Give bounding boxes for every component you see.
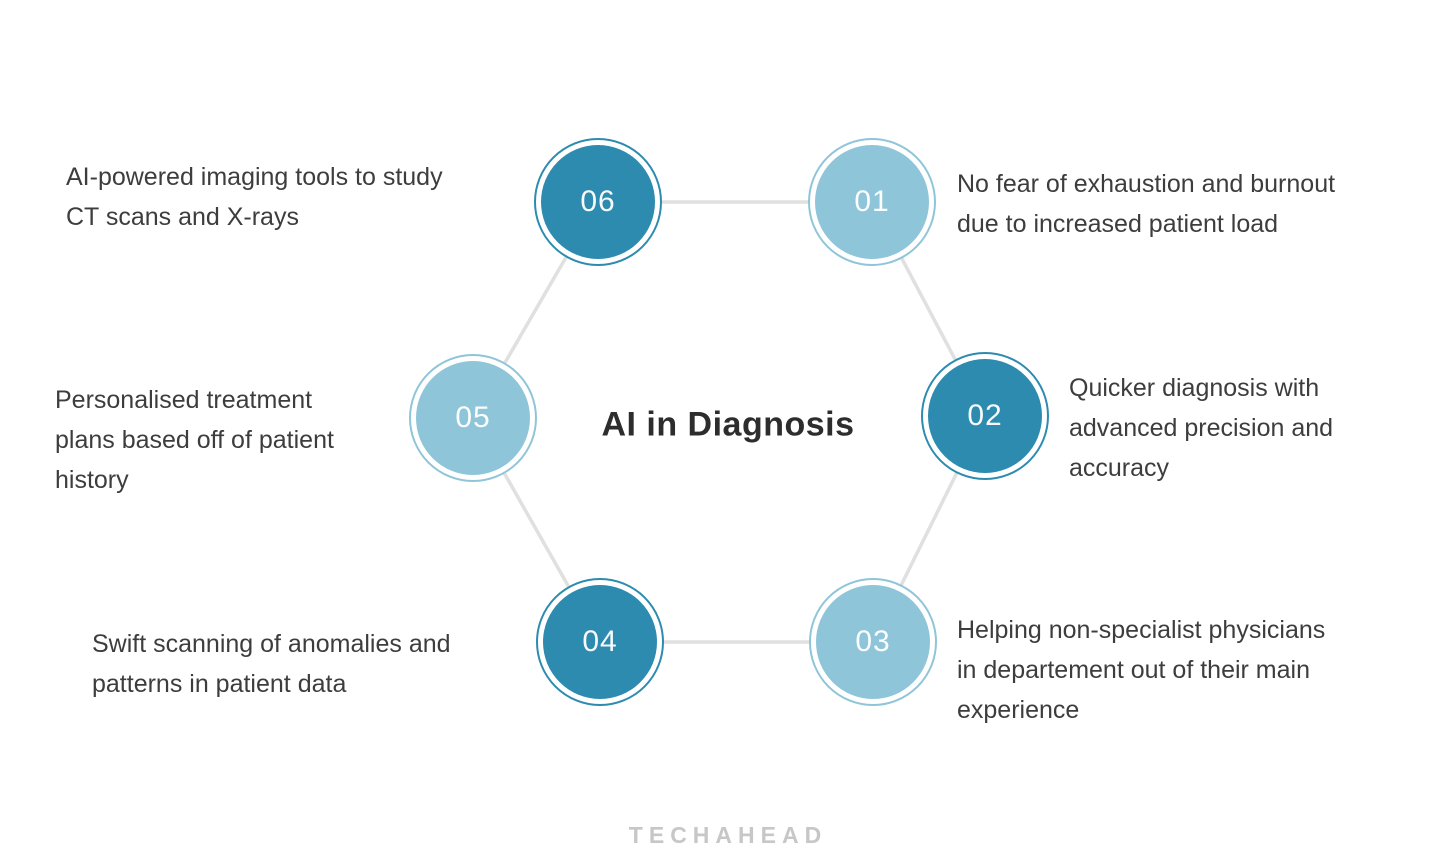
node-05-number: 05 xyxy=(416,361,530,475)
node-04-label: Swift scanning of anomalies and patterns… xyxy=(92,630,451,698)
node-03-label: Helping non-specialist physicians in dep… xyxy=(957,616,1326,724)
node-04-number: 04 xyxy=(543,585,657,699)
node-03-circle: 03 xyxy=(809,578,937,706)
node-05-circle: 05 xyxy=(409,354,537,482)
node-01-circle: 01 xyxy=(808,138,936,266)
node-02-number: 02 xyxy=(928,359,1042,473)
node-06-circle: 06 xyxy=(534,138,662,266)
node-03-number: 03 xyxy=(816,585,930,699)
techahead-logo: TECHAHEAD xyxy=(628,822,828,848)
node-01-label: No fear of exhaustion and burnout due to… xyxy=(957,170,1336,238)
node-02-circle: 02 xyxy=(921,352,1049,480)
node-06-number: 06 xyxy=(541,145,655,259)
node-04-circle: 04 xyxy=(536,578,664,706)
node-02-label: Quicker diagnosis with advanced precisio… xyxy=(1069,374,1334,482)
node-05-label: Personalised treatment plans based off o… xyxy=(55,386,334,494)
node-06-label: AI-powered imaging tools to study CT sca… xyxy=(66,163,443,231)
diagram-title: AI in Diagnosis xyxy=(601,405,855,444)
node-01-number: 01 xyxy=(815,145,929,259)
